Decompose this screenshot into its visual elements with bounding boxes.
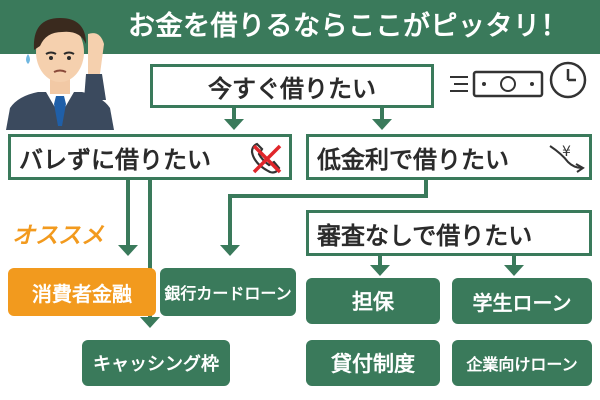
node-low-interest: 低金利で借りたい bbox=[306, 134, 592, 180]
result-collateral: 担保 bbox=[306, 278, 440, 324]
connector-top-left bbox=[232, 108, 236, 120]
result-bank-card-loan-label: 銀行カードローン bbox=[164, 284, 292, 303]
node-no-screening: 審査なしで借りたい bbox=[306, 210, 592, 256]
connector-screening-right bbox=[512, 256, 516, 266]
result-student-loan: 学生ローン bbox=[452, 278, 592, 324]
connector-screening-left bbox=[378, 256, 382, 266]
arrow-head bbox=[220, 245, 240, 256]
money-bill-icon bbox=[450, 70, 544, 98]
result-cashing-limit: キャッシング枠 bbox=[82, 340, 230, 386]
phone-crossed-icon bbox=[250, 142, 282, 174]
result-student-loan-label: 学生ローン bbox=[472, 290, 572, 315]
arrow-head bbox=[372, 119, 392, 130]
connector-low-interest-horizontal bbox=[228, 194, 428, 198]
svg-text:¥: ¥ bbox=[562, 144, 571, 160]
arrow-head bbox=[370, 265, 390, 276]
result-bank-card-loan: 銀行カードローン bbox=[160, 268, 296, 316]
connector-secret-consumer bbox=[126, 180, 130, 246]
arrow-head bbox=[118, 245, 138, 256]
connector-bank-down bbox=[228, 194, 232, 246]
result-collateral-label: 担保 bbox=[352, 290, 394, 314]
node-low-interest-label: 低金利で借りたい bbox=[317, 145, 509, 174]
node-top-label: 今すぐ借りたい bbox=[208, 74, 376, 103]
yen-down-icon: ¥ bbox=[549, 144, 585, 173]
node-no-screening-label: 審査なしで借りたい bbox=[317, 221, 533, 250]
worried-businessman-illustration bbox=[6, 18, 114, 130]
result-pawn: 貸付制度 bbox=[306, 340, 440, 386]
node-secret-label: バレずに借りたい bbox=[19, 145, 211, 174]
clock-icon bbox=[549, 61, 587, 99]
result-cashing-limit-label: キャッシング枠 bbox=[93, 354, 219, 375]
node-secret: バレずに借りたい bbox=[8, 134, 292, 180]
result-corporate-loan-label: 企業向けローン bbox=[466, 355, 578, 374]
header-title: お金を借りるならここがピッタリ！ bbox=[128, 11, 568, 42]
arrow-head bbox=[504, 265, 524, 276]
connector-secret-cashing bbox=[148, 180, 152, 318]
connector-top-right bbox=[380, 108, 384, 120]
result-consumer-finance-label: 消費者金融 bbox=[32, 281, 132, 306]
arrow-head bbox=[224, 119, 244, 130]
result-consumer-finance: 消費者金融 bbox=[8, 268, 156, 316]
node-top: 今すぐ借りたい bbox=[150, 64, 434, 108]
recommend-label: オススメ bbox=[12, 223, 104, 249]
result-pawn-label: 貸付制度 bbox=[331, 352, 415, 376]
result-corporate-loan: 企業向けローン bbox=[452, 340, 592, 386]
arrow-head bbox=[140, 317, 160, 328]
connector-low-interest-down bbox=[424, 180, 428, 198]
